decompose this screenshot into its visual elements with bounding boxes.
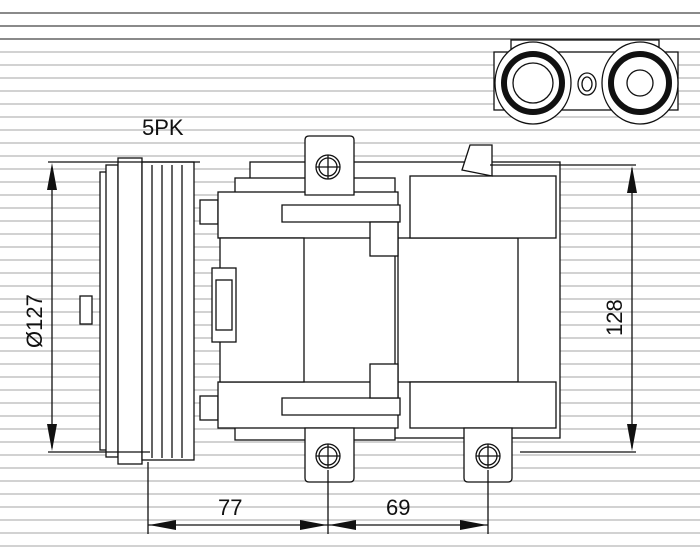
belt-label: 5PK — [142, 115, 184, 140]
dim-77-label: 77 — [218, 495, 242, 520]
port-view — [493, 39, 679, 125]
dimensions — [47, 161, 637, 534]
dim-69-label: 69 — [386, 495, 410, 520]
pulley — [79, 157, 219, 465]
diameter-label: Ø127 — [22, 294, 47, 348]
height-label: 128 — [602, 299, 627, 336]
compressor-body — [211, 135, 561, 483]
